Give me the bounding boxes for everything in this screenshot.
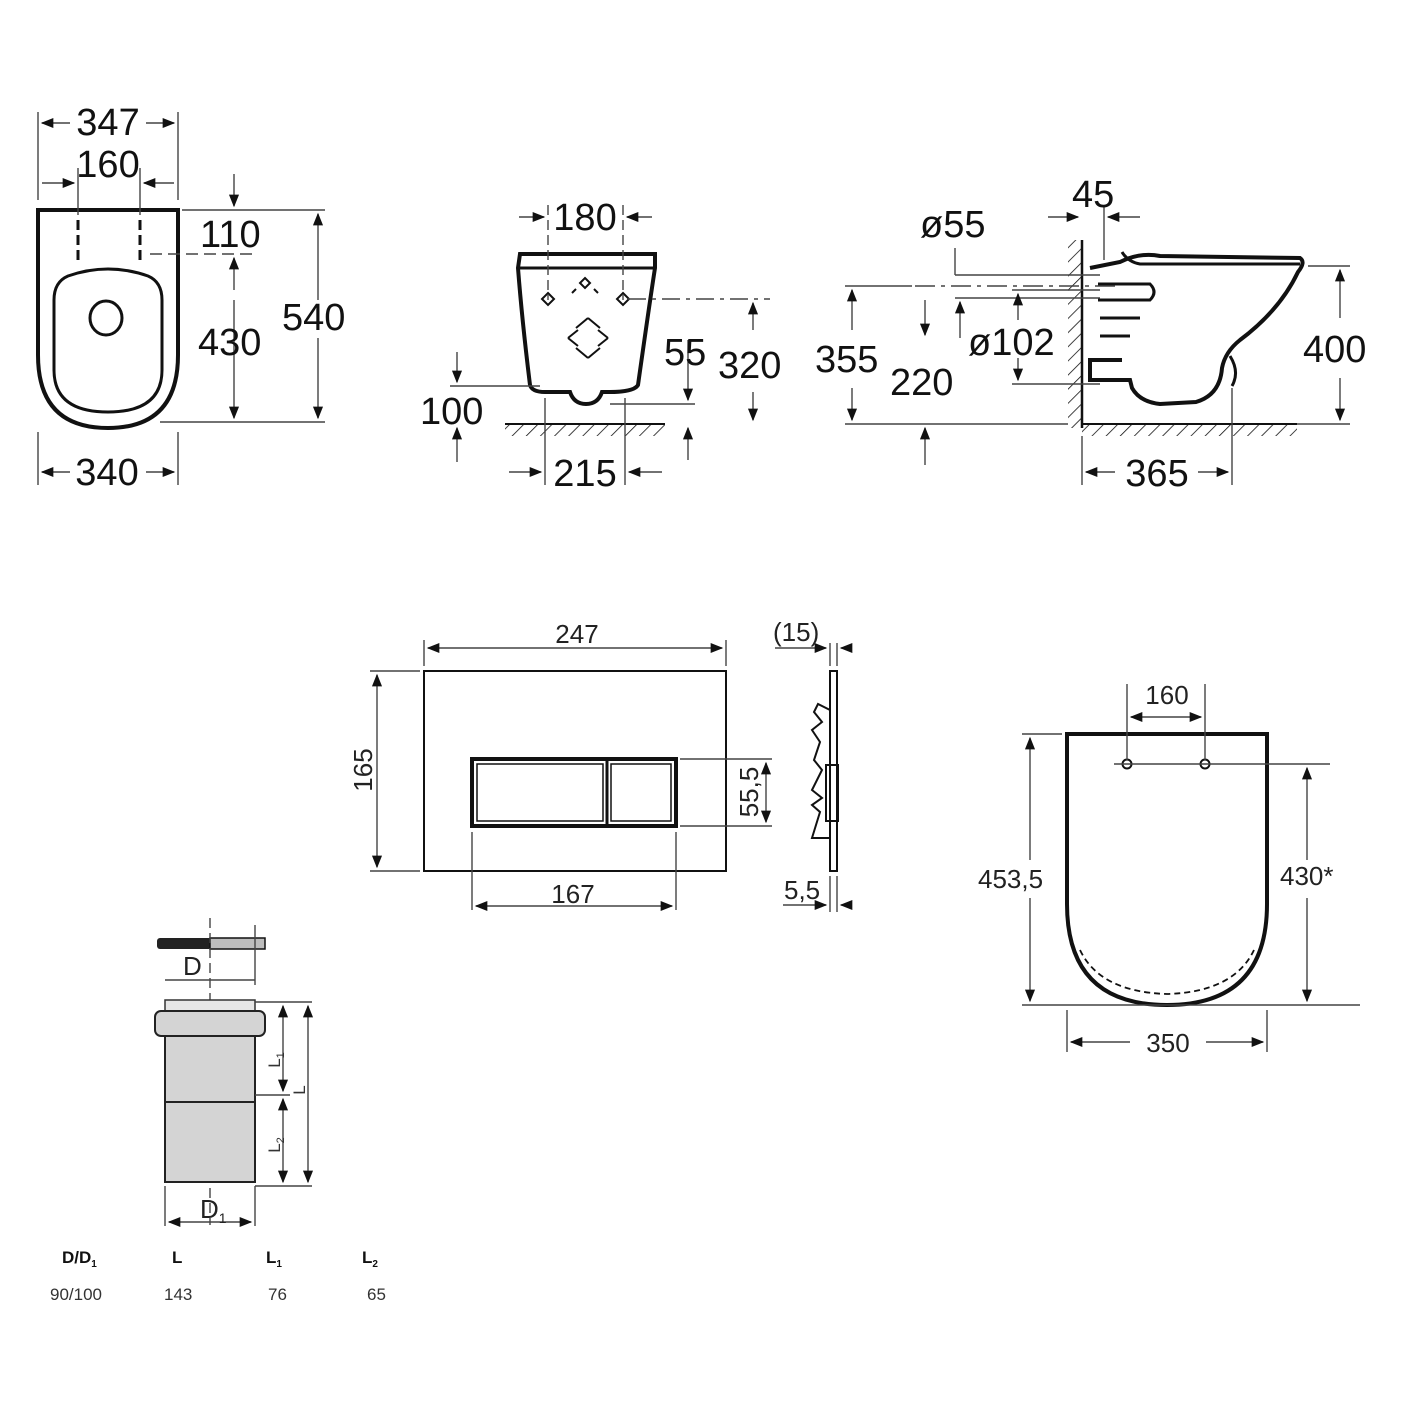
plate-height-label: 165: [348, 748, 378, 791]
svg-text:L1: L1: [266, 1248, 282, 1270]
seat-width-label: 350: [1146, 1028, 1189, 1058]
front-view-opening: [88, 299, 124, 337]
table-cell-l1: 76: [268, 1285, 287, 1304]
connector-l2-sub: 2: [275, 1137, 287, 1143]
table-cell-l: 143: [164, 1285, 192, 1304]
table-header-dd1: D/D: [62, 1248, 91, 1267]
svg-text:L2: L2: [362, 1248, 378, 1270]
front-bottom-width-label: 340: [75, 452, 138, 494]
connector-collar: [154, 1010, 266, 1037]
seat-fixing-length-label: 430*: [1280, 861, 1334, 891]
side-view-bowl: [1088, 252, 1305, 407]
side-wall-hatch: [1068, 240, 1082, 428]
connector: D L1 L L2 D1: [154, 918, 314, 1228]
plate-depth-outer-label: (15): [773, 617, 819, 647]
button-width-label: 167: [551, 879, 594, 909]
table-cell-dd1: 90/100: [50, 1285, 102, 1304]
svg-text:D/D1: D/D1: [62, 1248, 97, 1270]
svg-text:L2: L2: [265, 1137, 287, 1153]
plate-depth-inner-label: 5,5: [784, 875, 820, 905]
rear-width-bottom-label: 215: [553, 453, 616, 495]
front-top-offset-label: 110: [200, 214, 261, 256]
connector-l2-label: L: [265, 1143, 284, 1152]
side-outlet-height-label: 355: [815, 339, 878, 381]
rear-view-outline: [515, 252, 657, 407]
connector-l1-sub: 1: [275, 1052, 287, 1058]
side-depth-label: 365: [1125, 453, 1188, 495]
connector-d-label: D: [183, 951, 202, 981]
front-view-seat: [52, 267, 164, 414]
table-header-l: L: [172, 1248, 182, 1267]
connector-d1-sub: 1: [219, 1210, 227, 1226]
connector-body: [164, 1101, 256, 1183]
seat-outline: [1065, 732, 1269, 1008]
front-hole-spacing-label: 160: [76, 144, 139, 186]
front-view: 347 160 110 430 540 340: [36, 102, 345, 494]
rear-view-fixing-holes: [540, 276, 631, 359]
seat-length-label: 453,5: [978, 864, 1043, 894]
front-bowl-length-label: 430: [198, 322, 261, 364]
seat-view: 160 453,5 430* 350: [978, 680, 1360, 1058]
svg-text:L: L: [172, 1248, 182, 1267]
side-outlet-center-label: 220: [890, 362, 953, 404]
connector-l-label: L: [290, 1085, 309, 1094]
side-floor-hatch: [1082, 424, 1297, 436]
front-view-outline: [36, 208, 180, 431]
table-header-l2: L: [362, 1248, 372, 1267]
rear-floor-gap-label: 100: [420, 391, 483, 433]
side-inlet-dia-label: ø55: [920, 204, 985, 246]
side-outlet-dia-label: ø102: [968, 322, 1055, 364]
rear-view: 180 320 55 100 215: [420, 197, 781, 495]
flush-plate: 247 165 55,5 167: [348, 619, 772, 912]
seat-hole-spacing-label: 160: [1145, 680, 1188, 710]
rear-width-label: 180: [553, 197, 616, 239]
connector-table: D/D1 L L1 L2 90/100 143 76 65: [50, 1248, 386, 1304]
flush-plate-side: (15) 5,5: [773, 617, 853, 912]
connector-l1-label: L: [265, 1058, 284, 1067]
side-view: 45 ø55 ø102 355 220 400 365: [815, 174, 1366, 495]
svg-text:L1: L1: [265, 1052, 287, 1068]
front-total-length-label: 540: [282, 297, 345, 339]
flush-plate-outline: [423, 670, 727, 872]
side-wall-offset-label: 45: [1072, 174, 1114, 216]
flush-button-frame: [470, 757, 678, 828]
table-header-l1: L: [266, 1248, 276, 1267]
table-cell-l2: 65: [367, 1285, 386, 1304]
plate-width-label: 247: [555, 619, 598, 649]
rear-floor-hatch: [505, 424, 665, 436]
side-height-label: 400: [1303, 329, 1366, 371]
rear-drop-label: 55: [664, 332, 706, 374]
svg-text:D1: D1: [200, 1194, 227, 1226]
rear-fixing-height-label: 320: [718, 345, 781, 387]
connector-d1-label: D: [200, 1194, 219, 1224]
button-height-label: 55,5: [734, 767, 764, 818]
front-width-label: 347: [76, 102, 139, 144]
